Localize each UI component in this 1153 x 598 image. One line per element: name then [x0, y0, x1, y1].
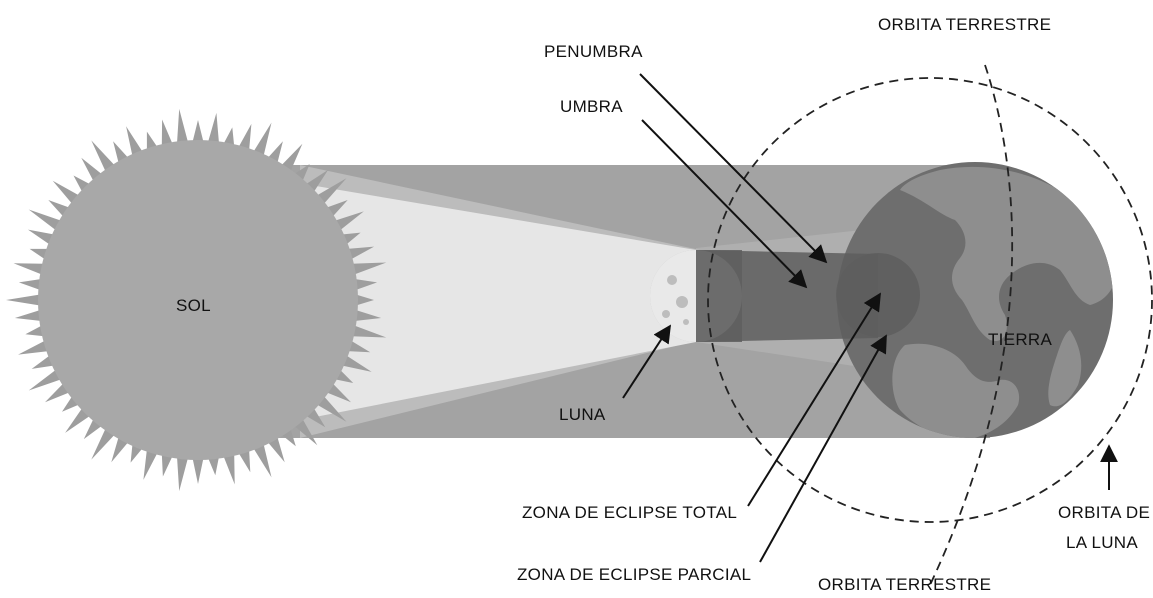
penumbra-pointer — [639, 73, 828, 264]
label-umbra: UMBRA — [560, 97, 623, 116]
earth — [836, 162, 1113, 438]
label-orbita-luna-2: LA LUNA — [1066, 533, 1138, 552]
luna-pointer — [622, 324, 671, 399]
label-zona-parcial: ZONA DE ECLIPSE PARCIAL — [517, 565, 751, 584]
label-orbita-luna-1: ORBITA DE — [1058, 503, 1150, 522]
label-penumbra: PENUMBRA — [544, 42, 643, 61]
label-zona-total: ZONA DE ECLIPSE TOTAL — [522, 503, 737, 522]
label-tierra: TIERRA — [988, 330, 1053, 349]
light-cone — [310, 185, 696, 418]
label-orbita-terrestre-top: ORBITA TERRESTRE — [878, 15, 1051, 34]
zona-parcial-pointer — [759, 334, 887, 563]
earth-orbit — [929, 64, 1014, 586]
zona-total-pointer — [747, 292, 881, 507]
earth-land-east — [1048, 330, 1082, 407]
earth-land-north — [900, 166, 1113, 341]
moon-orbit — [707, 77, 1153, 523]
label-orbita-terrestre-bottom: ORBITA TERRESTRE — [818, 575, 991, 594]
umbra-pointer — [641, 119, 808, 289]
earth-land-south — [892, 343, 1019, 438]
label-sol: SOL — [176, 296, 211, 315]
moon — [650, 250, 742, 342]
sun — [38, 140, 358, 460]
label-luna: LUNA — [559, 405, 606, 424]
